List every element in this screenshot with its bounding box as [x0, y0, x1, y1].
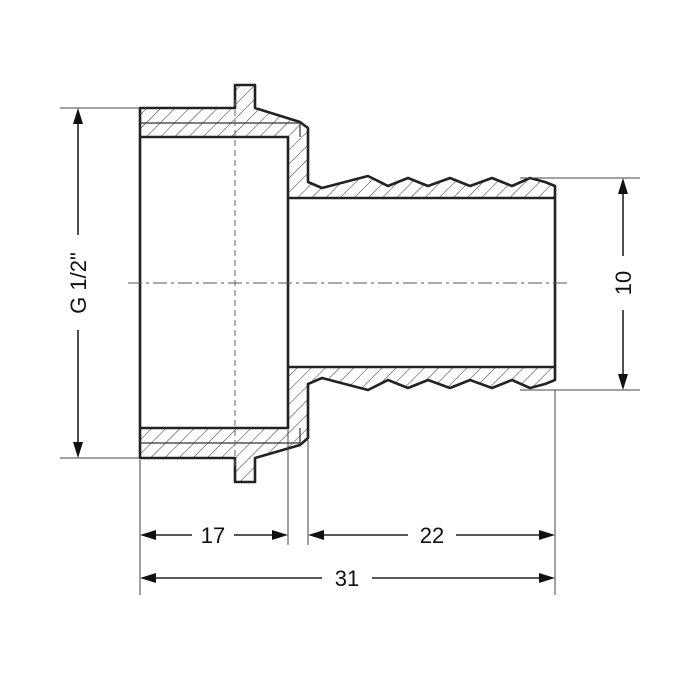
barb-diameter-label: 10 — [611, 271, 636, 295]
dimension-barb-diameter: 10 — [611, 178, 636, 390]
extension-lines — [60, 107, 640, 595]
part-outline — [138, 83, 557, 484]
dimension-inner-length: 17 — [140, 523, 288, 548]
barb-length-label: 22 — [420, 523, 444, 548]
thread-size-label: G 1/2" — [66, 252, 91, 314]
dimension-barb-length: 22 — [308, 523, 555, 548]
dimension-thread-diameter: G 1/2" — [66, 108, 91, 458]
inner-length-label: 17 — [201, 523, 225, 548]
dimension-total-length: 31 — [140, 566, 555, 591]
total-length-label: 31 — [335, 566, 359, 591]
